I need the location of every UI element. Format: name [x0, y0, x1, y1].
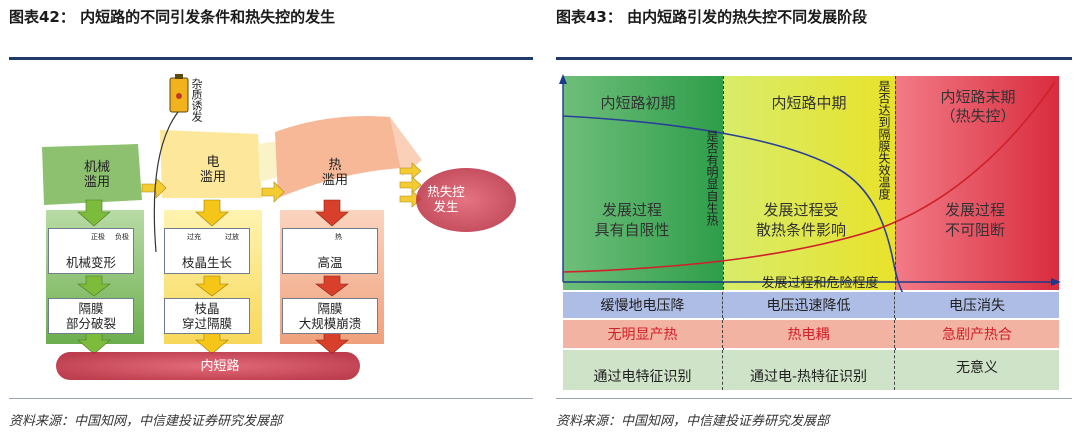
- stage3-elec: 枝晶 穿过隔膜: [164, 298, 250, 334]
- figure43-curves: [559, 74, 1061, 297]
- figure43-source: 资料来源：中国知网，中信建投证券研究发展部: [556, 414, 830, 429]
- mini-label-b: 负极: [115, 233, 129, 241]
- divider-2: [895, 76, 896, 390]
- stage1-heat: 热 滥用: [321, 158, 348, 188]
- stage2-box-elec: 过充 过放 枝晶生长: [164, 228, 250, 274]
- thermal-runaway-label: 热失控 发生: [427, 184, 465, 214]
- elec-abuse-shape: [160, 130, 262, 198]
- heat-arrows: [315, 199, 349, 355]
- voltage-early: 缓慢地电压降: [563, 292, 723, 318]
- figure42-rule: [9, 57, 533, 60]
- heat-middle: 热电耦: [723, 320, 895, 348]
- stage2-heat: 高温: [317, 255, 343, 270]
- mini-label-a: 正极: [91, 233, 105, 241]
- stage3-mech: 隔膜 部分破裂: [48, 298, 134, 334]
- voltage-late: 电压消失: [949, 298, 1005, 314]
- row-heat: 无明显产热 热电耦 急剧产热合: [563, 320, 1059, 348]
- detect-middle: 通过电-热特征识别: [723, 350, 895, 390]
- detect-early: 通过电特征识别: [563, 350, 723, 390]
- vertical-label-selfheat: 是否有明显自生热: [705, 130, 719, 226]
- desc-early: 发展过程 具有自限性: [594, 201, 670, 239]
- figure43-footer-rule: [556, 398, 1072, 399]
- voltage-middle: 电压迅速降低: [723, 292, 895, 318]
- stage2-box-mech: 正极 负极 机械变形: [48, 228, 134, 274]
- internal-short-bar: [56, 352, 360, 380]
- stage2-mech: 机械变形: [65, 255, 116, 270]
- phase3-bg: [895, 76, 1059, 290]
- elec-arrows: [195, 199, 229, 355]
- desc-late: 发展过程 不可阻断: [944, 201, 1005, 239]
- row-voltage: 缓慢地电压降 电压迅速降低 电压消失: [563, 292, 1059, 318]
- mech-abuse-shape: [42, 144, 142, 205]
- mech-arrows: [77, 199, 111, 355]
- phase-late: 内短路末期 （热失控）: [940, 88, 1016, 125]
- heat-early: 无明显产热: [563, 320, 723, 348]
- heat-curve: [562, 81, 1056, 273]
- phase-early: 内短路初期: [600, 94, 676, 112]
- arrow-elec-to-heat: [261, 181, 285, 203]
- figure43-rule: [556, 57, 1072, 60]
- figure42-source: 资料来源：中国知网，中信建投证券研究发展部: [9, 414, 283, 429]
- vertical-label-separator: 是否达到隔膜失效温度: [877, 80, 891, 200]
- heat-abuse-shape: [275, 116, 402, 198]
- mini-label-e: 热: [335, 233, 342, 241]
- impurity-curve: [153, 111, 179, 253]
- stage3-heat: 隔膜 大规模崩溃: [282, 298, 378, 334]
- stage2-elec: 枝晶生长: [181, 255, 232, 270]
- battery-icon: [169, 74, 189, 113]
- impurity-label: 杂质诱发: [190, 78, 203, 122]
- heat-late: 急剧产热合: [942, 327, 1012, 343]
- divider-1: [723, 76, 724, 390]
- stage2-box-heat: 热 高温: [282, 228, 378, 274]
- stage1-elec: 电 滥用: [199, 155, 226, 185]
- mini-label-c: 过充: [187, 233, 201, 241]
- figure42-footer-rule: [9, 398, 533, 399]
- row-detect: 通过电特征识别 通过电-热特征识别 无意义: [563, 350, 1059, 390]
- phase2-bg: [723, 76, 895, 290]
- thermal-runaway-blob: [416, 168, 516, 232]
- heat-abuse-fan: [390, 117, 422, 176]
- internal-short-label: 内短路: [200, 359, 240, 374]
- detect-late: 无意义: [956, 360, 998, 376]
- phase1-bg: [563, 76, 723, 290]
- stage1-mech: 机械 滥用: [83, 160, 110, 190]
- arrows-to-runaway: [399, 162, 422, 208]
- phase-middle: 内短路中期: [771, 94, 847, 112]
- mini-label-d: 过放: [225, 233, 239, 241]
- voltage-curve: [562, 115, 906, 297]
- figure42-title: 图表42： 内短路的不同引发条件和热失控的发生: [9, 8, 336, 26]
- desc-middle: 发展过程受 散热条件影响: [755, 201, 846, 239]
- figure43-title: 图表43： 由内短路引发的热失控不同发展阶段: [556, 8, 868, 26]
- x-axis-label: 发展过程和危险程度: [761, 276, 879, 291]
